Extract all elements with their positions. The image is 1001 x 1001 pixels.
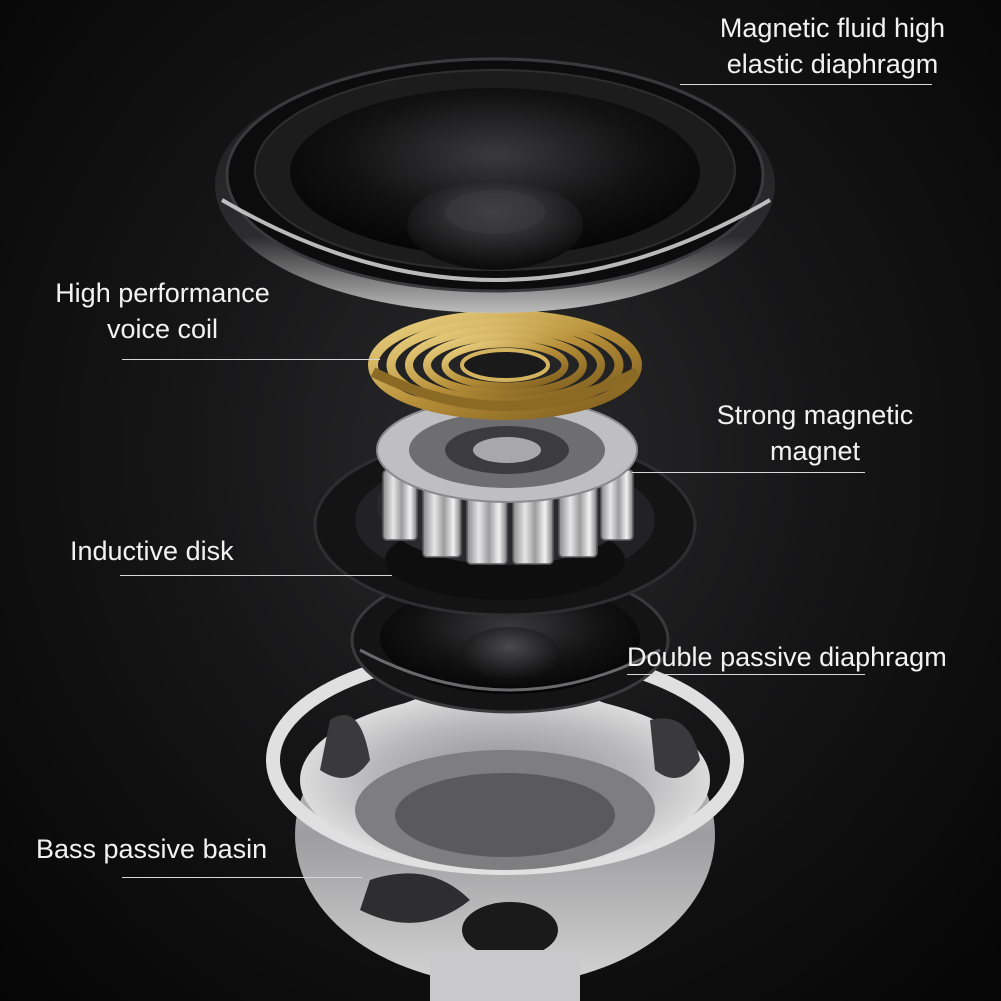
diaphragm-leader-line: [680, 84, 932, 85]
diaphragm-label-line2: elastic diaphragm: [726, 49, 939, 79]
bass-basin-label-line1: Bass passive basin: [36, 834, 268, 864]
diaphragm-label: Magnetic fluid high elastic diaphragm: [700, 10, 965, 82]
inductive-disk-label: Inductive disk: [70, 533, 270, 569]
magnet-label: Strong magnetic magnet: [695, 397, 935, 469]
voice-coil-label-line2: voice coil: [106, 314, 219, 344]
double-passive-label: Double passive diaphragm: [627, 639, 987, 675]
inductive-disk-label-line1: Inductive disk: [70, 536, 234, 566]
bass-basin-shape: [266, 645, 744, 1001]
diaphragm-label-line1: Magnetic fluid high: [719, 13, 946, 43]
voice-coil-leader-line: [122, 359, 380, 360]
voice-coil-label-line1: High performance: [55, 278, 270, 308]
bass-basin-label: Bass passive basin: [36, 831, 306, 867]
double-passive-label-line1: Double passive diaphragm: [627, 642, 947, 672]
voice-coil-shape: [368, 310, 642, 420]
voice-coil-label: High performance voice coil: [30, 275, 295, 347]
magnet-label-line2: magnet: [769, 436, 861, 466]
bass-basin-leader-line: [122, 877, 362, 878]
magnet-leader-line: [632, 472, 865, 473]
magnet-label-line1: Strong magnetic: [716, 400, 914, 430]
double-passive-leader-line: [627, 674, 865, 675]
top-diaphragm-shape: [215, 57, 775, 313]
magnet-shape: [376, 397, 638, 565]
inductive-disk-leader-line: [120, 575, 392, 576]
